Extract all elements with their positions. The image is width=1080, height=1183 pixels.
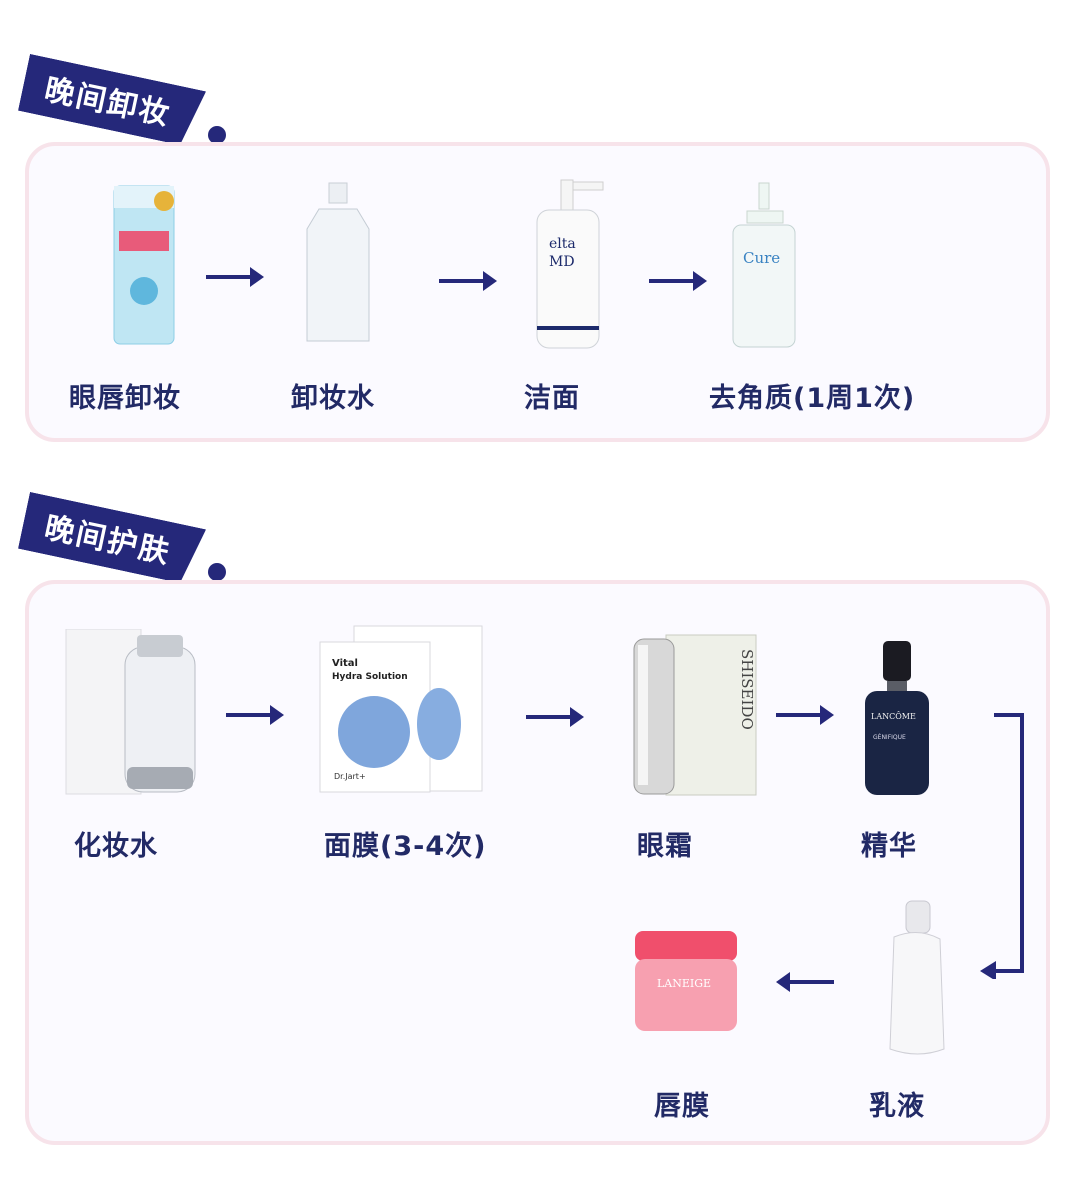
arrow-right-icon — [226, 705, 284, 725]
step-eye-lip-remover: 眼唇卸妆 — [69, 383, 181, 414]
step-cleanser: 洁面 — [524, 383, 580, 414]
facial-cleanser-image: elta MD — [536, 179, 604, 349]
serum-image: LANCÔME GÉNIFIQUE — [865, 641, 929, 795]
brand-lancome: LANCÔME — [871, 712, 916, 721]
tag-dot — [208, 126, 226, 144]
night-cleansing-panel: 眼唇卸妆 卸妆水 elta MD 洁面 Cure 去角质(1周1次) — [25, 142, 1050, 442]
section-tag-night-skincare: 晚间护肤 — [18, 492, 206, 586]
brand-vital: Vital — [332, 658, 358, 669]
brand-md: MD — [549, 254, 575, 270]
arrow-right-icon — [526, 707, 584, 727]
brand-genifique: GÉNIFIQUE — [873, 733, 906, 741]
step-makeup-water: 卸妆水 — [291, 383, 375, 414]
section-tag-night-cleansing: 晚间卸妆 — [18, 54, 206, 148]
eye-lip-remover-image — [113, 185, 175, 345]
toner-image — [65, 629, 196, 795]
brand-cure: Cure — [743, 249, 780, 267]
arrow-right-icon — [776, 705, 834, 725]
brand-shiseido: SHISEIDO — [738, 649, 756, 730]
lip-mask-image: LANEIGE — [635, 931, 737, 1031]
bracket-arrow-icon — [980, 713, 1024, 979]
step-serum: 精华 — [861, 831, 917, 862]
exfoliating-gel-image: Cure — [732, 182, 796, 348]
brand-elta: elta — [549, 236, 576, 252]
arrow-right-icon — [206, 267, 264, 287]
step-eye-cream: 眼霜 — [637, 831, 693, 862]
step-toner: 化妆水 — [74, 831, 158, 862]
eye-cream-image: SHISEIDO — [633, 634, 757, 796]
brand-drjart: Dr.Jart+ — [334, 772, 366, 781]
arrow-right-icon — [649, 271, 707, 291]
step-exfoliation: 去角质(1周1次) — [709, 383, 916, 414]
night-skincare-panel: 化妆水 Vital Hydra Solution Dr.Jart+ 面膜(3-4… — [25, 580, 1050, 1145]
lotion-image — [889, 900, 945, 1055]
arrow-right-icon — [439, 271, 497, 291]
step-lotion: 乳液 — [869, 1091, 925, 1122]
brand-laneige: LANEIGE — [657, 977, 711, 990]
step-sheet-mask: 面膜(3-4次) — [324, 831, 487, 862]
sheet-mask-image: Vital Hydra Solution Dr.Jart+ — [319, 625, 483, 793]
arrow-left-icon — [776, 972, 834, 992]
tag-dot — [208, 563, 226, 581]
brand-hydra: Hydra Solution — [332, 672, 408, 682]
makeup-remover-water-image — [306, 182, 370, 342]
step-lip-mask: 唇膜 — [654, 1091, 710, 1122]
